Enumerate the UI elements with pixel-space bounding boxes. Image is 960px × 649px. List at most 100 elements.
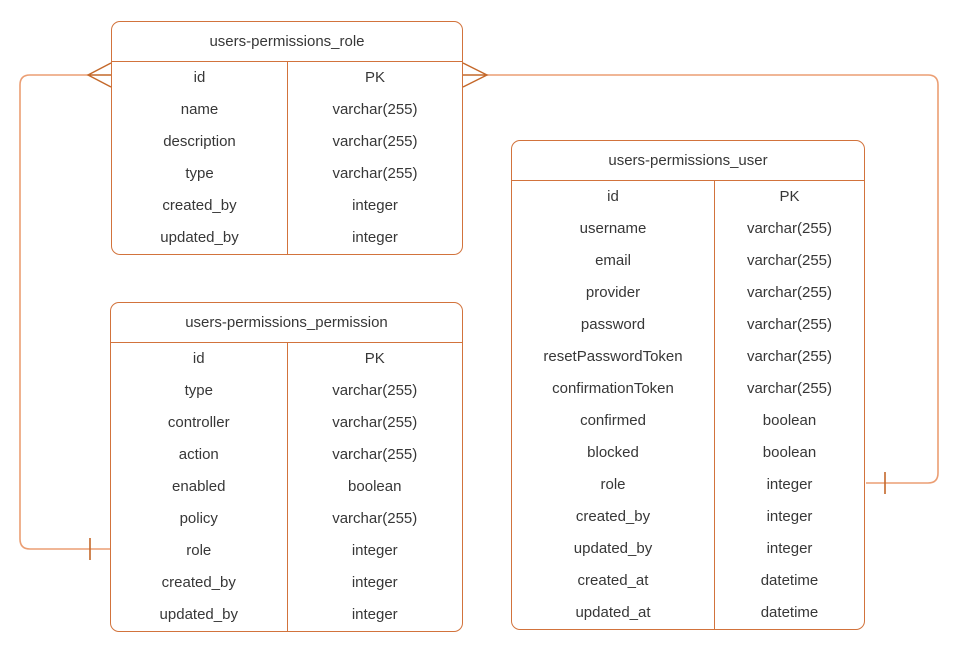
field-name-cell: type [184, 382, 213, 399]
field-type-cell: boolean [286, 471, 463, 503]
field-type-cell: boolean [714, 437, 864, 469]
relationship-role-user-line[interactable] [487, 74, 939, 484]
crow-foot-many-icon [462, 62, 489, 88]
table-title: users-permissions_permission [111, 303, 462, 343]
field-type-cell: integer [286, 567, 463, 599]
field-name-cell: password [580, 316, 646, 333]
field-type-cell: PK [286, 343, 463, 375]
field-name-cell: blocked [587, 444, 639, 461]
field-name-cell: created_by [575, 508, 651, 525]
table-body: id PK name varchar(255) description varc… [112, 62, 462, 254]
field-type-cell: varchar(255) [714, 245, 864, 277]
field-type-cell: datetime [714, 565, 864, 597]
table-row: type varchar(255) [112, 158, 462, 190]
table-row: policy varchar(255) [111, 503, 462, 535]
field-name-cell: description [163, 133, 236, 150]
table-row: resetPasswordToken varchar(255) [512, 341, 864, 373]
field-name-cell: id [607, 188, 619, 205]
table-row: updated_by integer [112, 222, 462, 254]
field-type-cell: integer [714, 469, 864, 501]
field-type-cell: varchar(255) [287, 94, 462, 126]
field-type-cell: varchar(255) [286, 407, 463, 439]
table-row: provider varchar(255) [512, 277, 864, 309]
field-type-cell: varchar(255) [714, 213, 864, 245]
field-name-cell: updated_by [160, 229, 239, 246]
table-row: password varchar(255) [512, 309, 864, 341]
field-type-cell: PK [287, 62, 462, 94]
field-name-cell: username [579, 220, 647, 237]
field-name-cell: updated_at [575, 604, 651, 621]
field-type-cell: varchar(255) [286, 503, 463, 535]
field-type-cell: varchar(255) [287, 158, 462, 190]
table-row: updated_by integer [512, 533, 864, 565]
field-name-cell: id [192, 350, 205, 367]
field-type-cell: integer [286, 599, 463, 631]
field-type-cell: integer [714, 501, 864, 533]
field-name-cell: created_by [161, 574, 236, 591]
field-name-cell: policy [179, 510, 218, 527]
crow-foot-many-icon [86, 62, 112, 88]
field-name-cell: enabled [172, 478, 226, 495]
table-row: created_by integer [111, 567, 462, 599]
field-name-cell: created_by [162, 197, 237, 214]
table-row: confirmed boolean [512, 405, 864, 437]
table-row: enabled boolean [111, 471, 462, 503]
field-name-cell: role [186, 542, 212, 559]
table-row: created_by integer [512, 501, 864, 533]
field-name-cell: confirmationToken [552, 380, 674, 397]
field-name-cell: controller [167, 414, 230, 431]
relationship-role-user-connector[interactable] [462, 62, 939, 494]
table-users-permissions-user[interactable]: users-permissions_user id PK username va… [511, 140, 865, 630]
field-name-cell: type [185, 165, 214, 182]
field-type-cell: integer [287, 190, 462, 222]
field-name-cell: confirmed [580, 412, 646, 429]
field-type-cell: integer [714, 533, 864, 565]
table-body: id PK username varchar(255) email varcha… [512, 181, 864, 629]
field-name-cell: updated_by [573, 540, 653, 557]
table-row: created_by integer [112, 190, 462, 222]
field-name-cell: id [193, 69, 206, 86]
table-row: confirmationToken varchar(255) [512, 373, 864, 405]
table-row: name varchar(255) [112, 94, 462, 126]
table-title: users-permissions_role [112, 22, 462, 62]
table-row: role integer [111, 535, 462, 567]
field-name-cell: role [600, 476, 626, 493]
table-row: updated_by integer [111, 599, 462, 631]
table-row: email varchar(255) [512, 245, 864, 277]
table-title: users-permissions_user [512, 141, 864, 181]
relationship-role-permission-line[interactable] [19, 74, 110, 550]
field-type-cell: varchar(255) [287, 126, 462, 158]
table-row: created_at datetime [512, 565, 864, 597]
field-type-cell: datetime [714, 597, 864, 629]
field-name-cell: provider [585, 284, 641, 301]
field-name-cell: created_at [577, 572, 649, 589]
field-name-cell: email [595, 252, 631, 269]
table-row: action varchar(255) [111, 439, 462, 471]
table-users-permissions-permission[interactable]: users-permissions_permission id PK type … [110, 302, 463, 632]
table-row: type varchar(255) [111, 375, 462, 407]
field-type-cell: varchar(255) [286, 439, 463, 471]
table-row: role integer [512, 469, 864, 501]
table-row: updated_at datetime [512, 597, 864, 629]
field-type-cell: varchar(255) [286, 375, 463, 407]
field-type-cell: PK [714, 181, 864, 213]
table-users-permissions-role[interactable]: users-permissions_role id PK name varcha… [111, 21, 463, 255]
field-type-cell: varchar(255) [714, 341, 864, 373]
field-name-cell: name [180, 101, 219, 118]
table-row: blocked boolean [512, 437, 864, 469]
field-type-cell: varchar(255) [714, 373, 864, 405]
table-row: id PK [112, 62, 462, 94]
table-row: id PK [512, 181, 864, 213]
field-name-cell: resetPasswordToken [543, 348, 683, 365]
field-type-cell: integer [286, 535, 463, 567]
field-type-cell: varchar(255) [714, 277, 864, 309]
table-row: controller varchar(255) [111, 407, 462, 439]
relationship-role-permission-connector[interactable] [19, 62, 112, 560]
table-row: username varchar(255) [512, 213, 864, 245]
field-name-cell: updated_by [159, 606, 238, 623]
table-row: id PK [111, 343, 462, 375]
table-body: id PK type varchar(255) controller varch… [111, 343, 462, 631]
field-type-cell: varchar(255) [714, 309, 864, 341]
field-type-cell: boolean [714, 405, 864, 437]
